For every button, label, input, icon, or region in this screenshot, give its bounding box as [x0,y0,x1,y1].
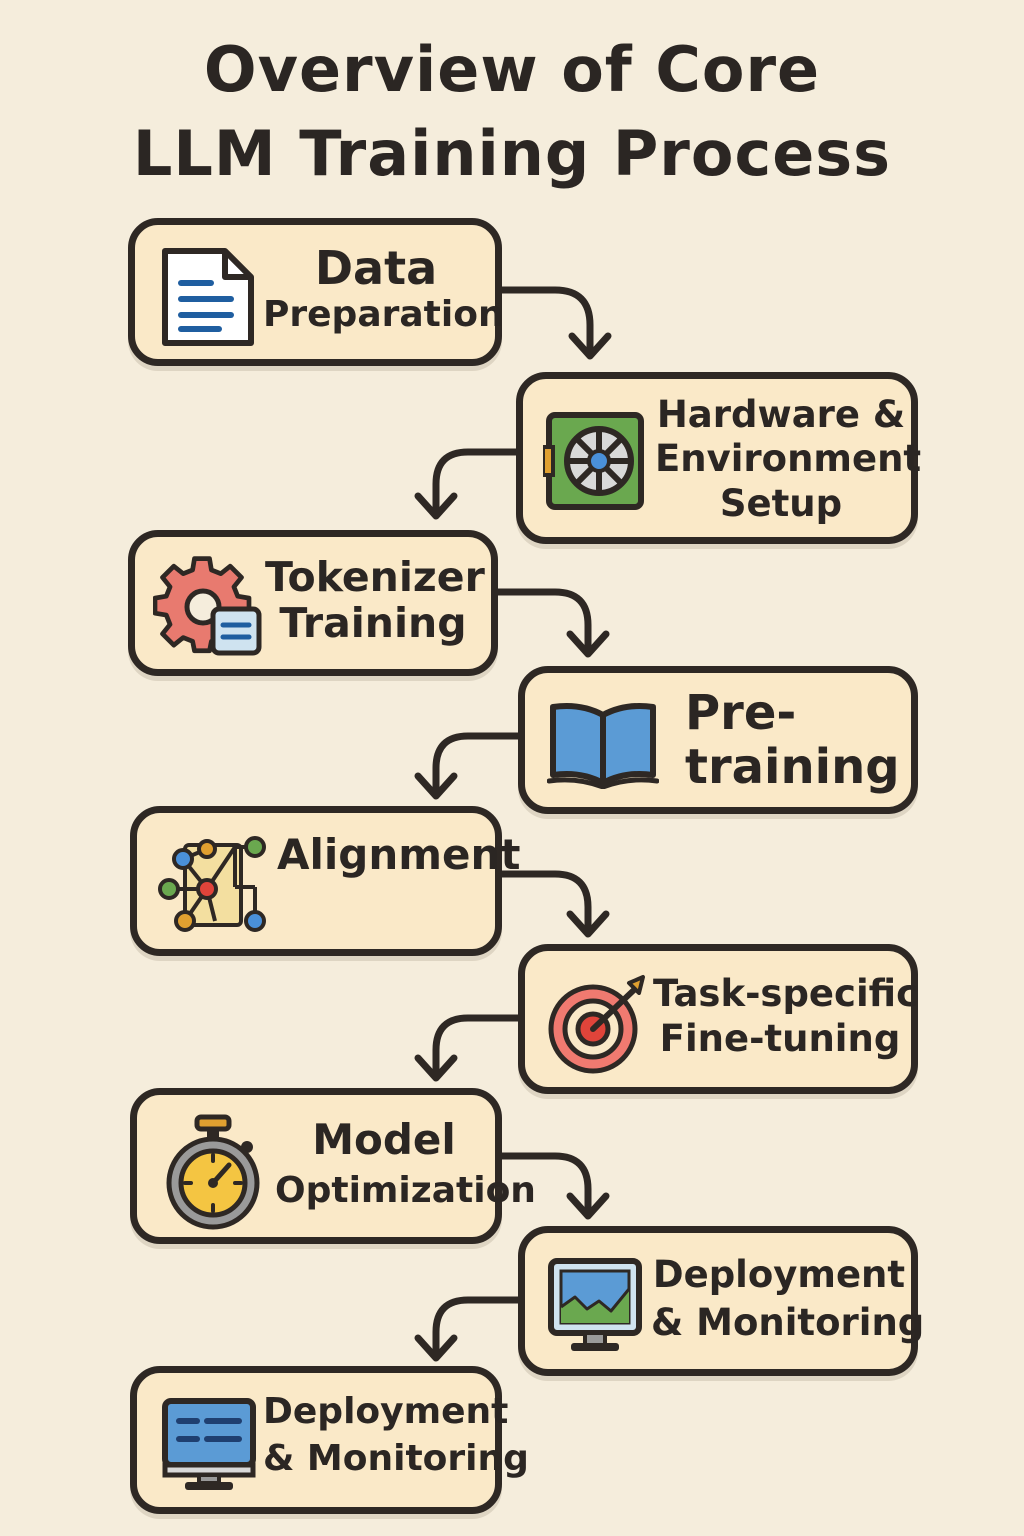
stopwatch-icon [166,1114,260,1230]
arrow-8-to-9 [414,1296,524,1362]
document-icon [162,248,254,346]
step-data-preparation: Data Preparation [128,218,504,366]
network-nodes-icon [158,836,266,932]
step-label: Task-specific Fine-tuning [653,971,918,1061]
step-label: Tokenizer Training [265,553,485,647]
step-label-line: training [685,738,900,795]
step-label-line: Data [314,241,438,295]
step-label: Pre- training [685,685,900,795]
arrow-2-to-3 [414,448,522,520]
arrow-3-to-4 [492,588,610,658]
step-label-line: Pre- [685,685,797,741]
step-tokenizer-training: Tokenizer Training [128,530,498,676]
gear-document-icon [153,556,262,656]
step-label-line: Tokenizer [265,553,485,601]
title-line-2: LLM Training Process [132,117,892,190]
step-label-line: Deployment [263,1391,509,1432]
step-label-line: Preparation [263,293,504,335]
open-book-icon [547,703,659,789]
title-line-1: Overview of Core [203,33,821,106]
step-label-line: Task-specific [653,972,918,1015]
arrow-5-to-6 [496,870,610,938]
step-label-line: Alignment [277,830,521,879]
step-label-line: & Monitoring [263,1437,529,1479]
step-label-line: Optimization [275,1169,536,1211]
step-label-line: Deployment [652,1253,906,1296]
step-label: Model Optimization [275,1113,536,1214]
step-label-line: Setup [719,481,843,525]
target-icon [548,975,645,1074]
step-label: Deployment & Monitoring [263,1389,529,1483]
arrow-4-to-5 [414,732,524,800]
step-label-line: Environment [655,437,922,481]
step-label: Hardware & Environment Setup [655,393,922,526]
step-model-optimization: Model Optimization [130,1088,536,1244]
diagram-title: Overview of Core LLM Training Process [0,28,1024,196]
step-alignment: Alignment [130,806,521,956]
monitor-chart-icon [548,1258,642,1351]
step-label-line: Model [312,1115,456,1164]
step-label: Deployment & Monitoring [651,1251,925,1347]
step-deployment-monitoring-1: Deployment & Monitoring [518,1226,925,1376]
step-hardware-environment-setup: Hardware & Environment Setup [516,372,922,544]
step-label-line: & Monitoring [651,1301,925,1345]
step-pre-training: Pre- training [518,666,918,814]
step-label-line: Training [279,598,467,647]
hardware-fan-icon [543,412,644,510]
arrow-1-to-2 [496,286,612,360]
step-deployment-monitoring-2: Deployment & Monitoring [130,1366,529,1514]
arrow-6-to-7 [414,1014,524,1082]
step-label-line: Fine-tuning [659,1017,901,1061]
step-task-specific-fine-tuning: Task-specific Fine-tuning [518,944,918,1094]
step-label: Alignment [277,830,521,879]
step-label-line: Hardware & [656,393,906,436]
desktop-monitor-icon [162,1398,256,1490]
step-label: Data Preparation [263,241,504,335]
